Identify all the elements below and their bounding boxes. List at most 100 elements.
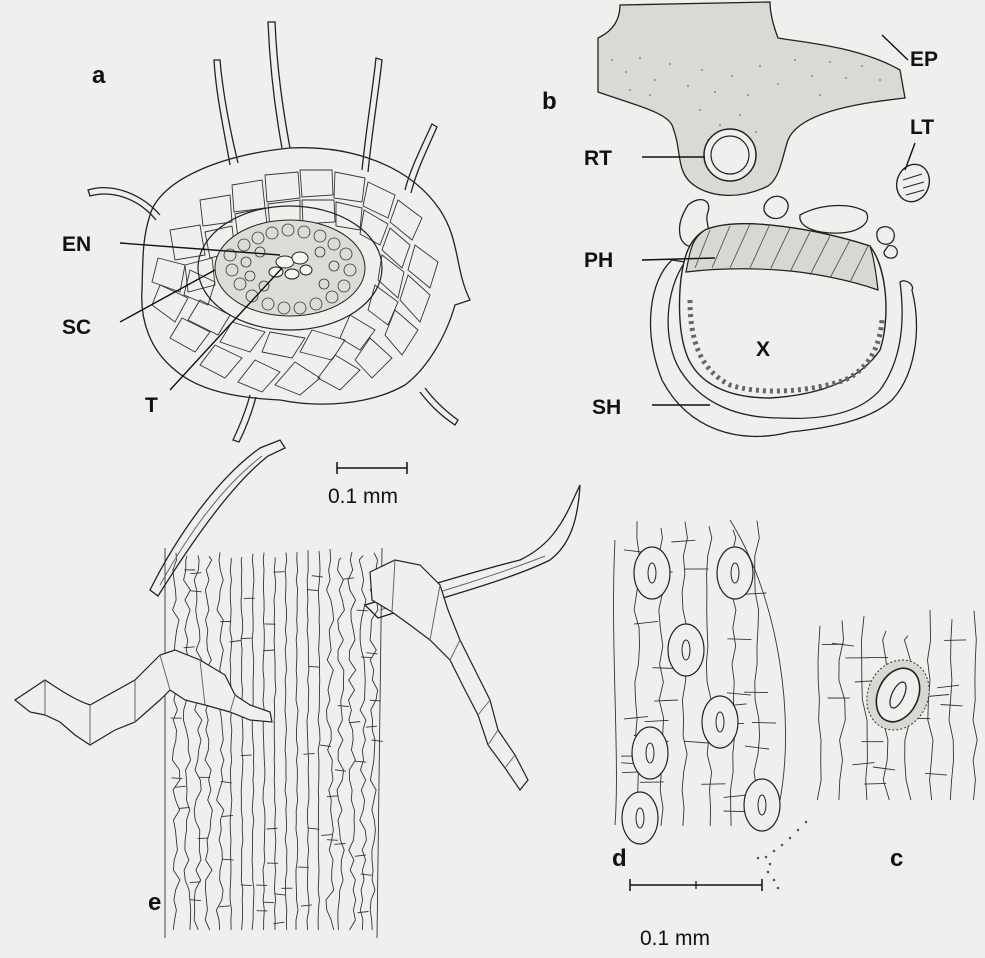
- panel-d-cross-wall: [671, 540, 695, 542]
- panel-e-hair-lower-right: [370, 560, 528, 790]
- panel-e-hair-left: [150, 440, 285, 596]
- panel-e-cross-wall: [357, 610, 368, 611]
- panel-e-cross-wall: [372, 740, 383, 741]
- panel-d-stoma: [717, 547, 753, 599]
- panel-e-cell-wall: [274, 557, 276, 930]
- panel-e-cross-wall: [190, 900, 201, 901]
- panel-c-cross-wall: [925, 773, 947, 775]
- panel-e-cross-wall: [222, 815, 233, 816]
- panel-e-cross-wall: [321, 835, 332, 836]
- label-lt: LT: [910, 116, 934, 139]
- panel-a-letter: a: [92, 62, 106, 89]
- panel-e-cross-wall: [334, 844, 345, 845]
- label-x: X: [756, 338, 770, 361]
- panel-e-cell-wall: [337, 558, 344, 930]
- panel-b: b EP RT LT PH X SH: [542, 2, 938, 436]
- panel-e-cross-wall: [308, 828, 319, 829]
- lower-scale-bar: 0.1 mm: [630, 879, 762, 950]
- panel-e-cell-wall: [183, 556, 190, 930]
- panel-d-stoma: [634, 547, 670, 599]
- panel-d-letter: d: [612, 845, 627, 872]
- panel-d-stomata: [622, 547, 780, 844]
- panel-e-cross-wall: [367, 653, 378, 654]
- panel-e-cell-wall: [230, 558, 232, 930]
- panel-c-cell-wall: [817, 626, 821, 800]
- panel-e-cell-wall: [172, 553, 180, 930]
- panel-e-cell-wall: [296, 552, 298, 930]
- panel-e-cross-wall: [230, 641, 241, 643]
- panel-e-cross-wall: [327, 840, 338, 841]
- panel-e-cross-wall: [301, 905, 312, 906]
- panel-e-cross-wall: [223, 859, 234, 860]
- panel-e-hair-lower-left: [15, 650, 272, 745]
- panel-e-cell-wall: [263, 553, 265, 930]
- panel-e-cross-wall: [190, 573, 201, 574]
- panel-d-cross-wall: [645, 720, 669, 721]
- panel-e-cell-wall: [241, 557, 243, 930]
- panel-b-letter: b: [542, 88, 557, 115]
- panel-e-cross-wall: [241, 638, 252, 639]
- panel-d: d: [612, 520, 786, 872]
- panel-c-cross-wall: [873, 767, 895, 770]
- panel-e-cross-wall: [274, 894, 285, 895]
- label-ep: EP: [910, 48, 938, 71]
- panel-e-cell-wall: [307, 550, 309, 930]
- panel-e-letter: e: [148, 889, 161, 916]
- panel-e-cell-walls: [165, 548, 383, 938]
- panel-c-cell-wall: [928, 610, 934, 800]
- label-rt: RT: [584, 147, 612, 170]
- panel-e-cell-wall: [318, 551, 320, 930]
- panel-d-stoma: [632, 727, 668, 779]
- panel-d-cross-wall: [701, 784, 725, 785]
- panel-d-stoma: [702, 696, 738, 748]
- panel-c-cross-wall: [944, 640, 966, 641]
- panel-e-cell-wall: [285, 553, 287, 930]
- panel-c-cross-wall: [852, 763, 874, 765]
- panel-c-cell-wall: [839, 620, 845, 800]
- panel-e: e: [15, 440, 580, 938]
- panel-b-lt-trace: [891, 160, 934, 207]
- panel-e-cell-wall: [348, 552, 356, 930]
- panel-c-cross-wall: [937, 685, 959, 688]
- panel-d-cross-wall: [654, 700, 678, 701]
- panel-e-cell-wall: [370, 553, 378, 930]
- panel-e-cross-wall: [198, 838, 209, 839]
- panel-e-cross-wall: [307, 590, 318, 591]
- panel-c-letter: c: [890, 845, 903, 872]
- panel-e-cell-wall: [252, 554, 254, 930]
- panel-d-cell-wall: [706, 526, 711, 826]
- panel-d-stoma: [668, 624, 704, 676]
- panel-d-edge: [614, 540, 617, 825]
- leader-sc: [120, 270, 215, 322]
- panel-e-cross-wall: [361, 874, 372, 875]
- panel-e-cross-wall: [175, 786, 186, 787]
- panel-e-cross-wall: [263, 902, 274, 903]
- panel-e-cross-wall: [179, 808, 190, 809]
- panel-e-cross-wall: [338, 706, 349, 707]
- panel-e-cross-wall: [267, 828, 278, 829]
- label-en: EN: [62, 233, 91, 256]
- panel-d-cross-wall: [727, 693, 751, 695]
- panel-c-cross-wall: [941, 705, 963, 706]
- lower-scale-label: 0.1 mm: [640, 927, 710, 950]
- label-t: T: [145, 394, 158, 417]
- panel-e-cross-wall: [335, 770, 346, 771]
- panel-e-cross-wall: [263, 650, 274, 651]
- panel-c-cross-wall: [864, 783, 886, 784]
- panel-e-cross-wall: [366, 726, 377, 727]
- panel-a: a EN SC T: [62, 22, 470, 442]
- panel-e-cross-wall: [355, 761, 366, 762]
- panel-d-stoma: [744, 779, 780, 831]
- panel-c-cell-wall: [862, 616, 868, 800]
- panel-d-cross-wall: [752, 722, 776, 723]
- panel-e-cell-wall: [205, 556, 212, 930]
- panel-e-cross-wall: [308, 666, 319, 667]
- panel-e-cross-wall: [304, 753, 315, 754]
- panel-e-cell-wall: [359, 556, 366, 930]
- panel-c-cell-wall: [949, 619, 954, 800]
- label-sc: SC: [62, 316, 91, 339]
- panel-e-cross-wall: [184, 647, 195, 648]
- panel-d-stoma: [622, 792, 658, 844]
- label-sh: SH: [592, 396, 621, 419]
